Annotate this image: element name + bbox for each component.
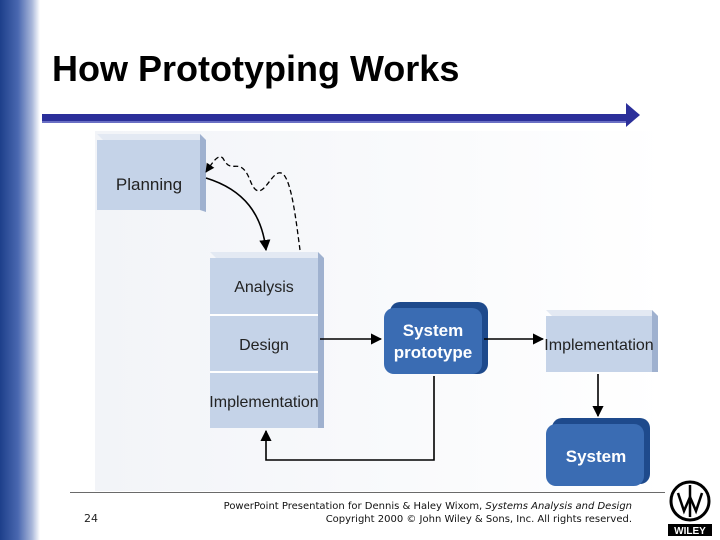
- footer-copyright: Copyright 2000 © John Wiley & Sons, Inc.…: [325, 514, 632, 525]
- implementation-right-box: Implementation: [544, 310, 658, 372]
- system-box: System: [546, 418, 650, 486]
- title-underline: [42, 114, 630, 123]
- arrow-prototype-loop-back: [260, 376, 435, 461]
- planning-box: Planning: [97, 134, 206, 212]
- footer-book-title: Systems Analysis and Design: [485, 501, 632, 512]
- analysis-label: Analysis: [234, 279, 294, 296]
- title-underline-arrowhead: [626, 103, 640, 127]
- implementation-right-label: Implementation: [544, 337, 653, 354]
- footer-line1-prefix: PowerPoint Presentation for Dennis & Hal…: [223, 501, 486, 512]
- wiley-logo-icon: WILEY: [668, 480, 712, 537]
- implementation-left-label: Implementation: [209, 394, 318, 411]
- system-label: System: [566, 447, 626, 466]
- footer-divider: [70, 492, 665, 493]
- slide-title: How Prototyping Works: [52, 48, 460, 89]
- prototype-label-line1: System: [403, 321, 463, 340]
- arrow-analysis-to-planning-dashed: [205, 156, 301, 251]
- design-label: Design: [239, 337, 289, 354]
- wiley-logo-text: WILEY: [674, 526, 706, 537]
- arrow-planning-to-analysis: [205, 177, 271, 252]
- side-gradient-bar: [0, 0, 40, 540]
- page-number: 24: [84, 512, 98, 525]
- sdlc-column: Analysis Design Implementation: [209, 252, 324, 428]
- footer-credits: PowerPoint Presentation for Dennis & Hal…: [224, 500, 632, 526]
- prototype-label-line2: prototype: [394, 343, 472, 362]
- system-prototype-box: System prototype: [384, 302, 488, 374]
- planning-label: Planning: [116, 175, 182, 194]
